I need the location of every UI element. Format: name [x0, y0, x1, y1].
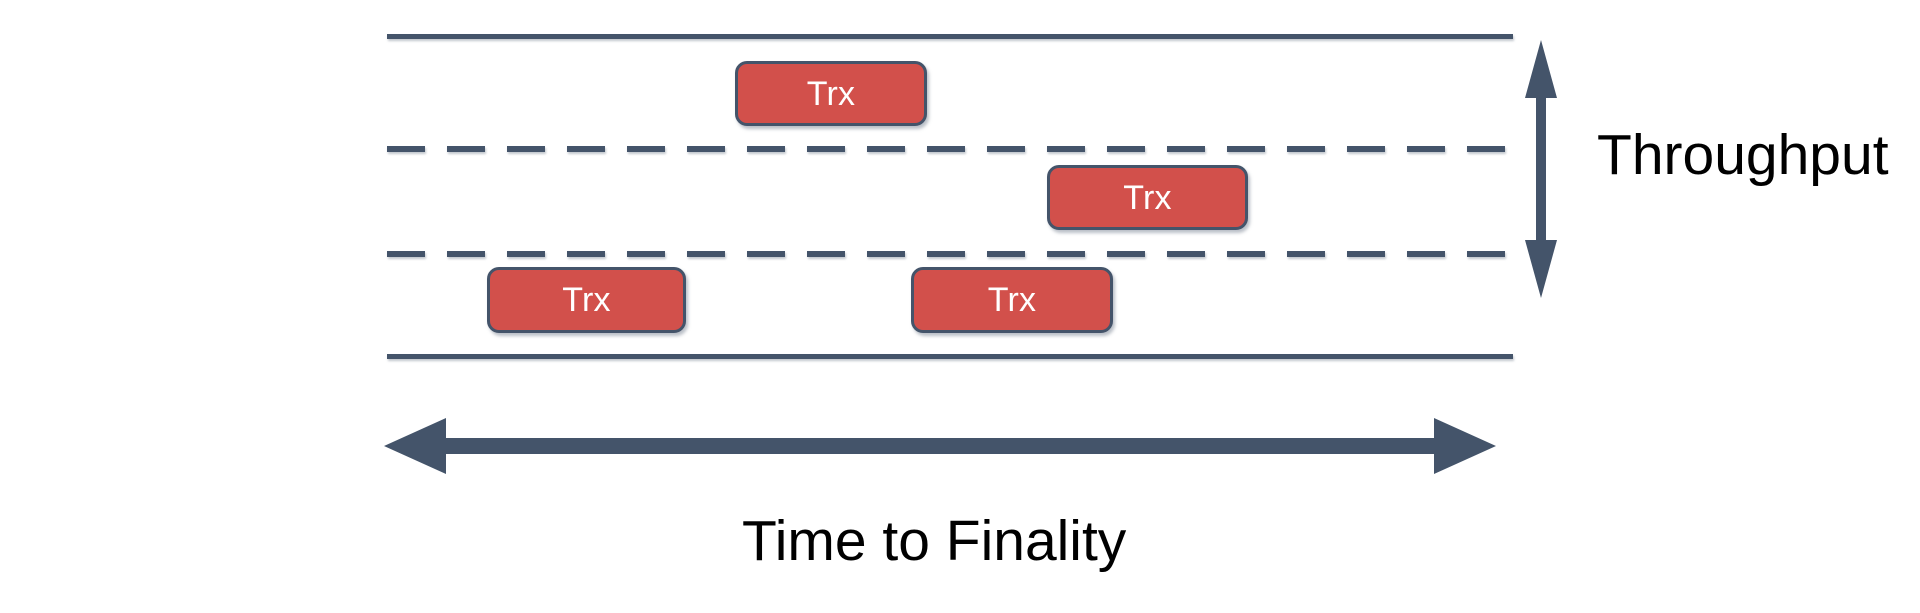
lane-boundary-solid-top: [387, 34, 1513, 39]
transaction-box[interactable]: Trx: [1047, 165, 1248, 230]
lane-boundary-dashed-lower: [387, 251, 1513, 257]
time-to-finality-axis-label: Time to Finality: [742, 509, 1127, 573]
lane-boundary-dashed-upper: [387, 146, 1513, 152]
transaction-box[interactable]: Trx: [911, 267, 1113, 333]
time-to-finality-axis-double-arrow-icon: [384, 418, 1496, 474]
throughput-axis-label: Throughput: [1597, 123, 1889, 187]
transaction-box[interactable]: Trx: [735, 61, 927, 126]
transaction-box[interactable]: Trx: [487, 267, 686, 333]
lane-boundary-solid-bottom: [387, 354, 1513, 359]
throughput-axis-double-arrow-icon: [1525, 40, 1557, 298]
